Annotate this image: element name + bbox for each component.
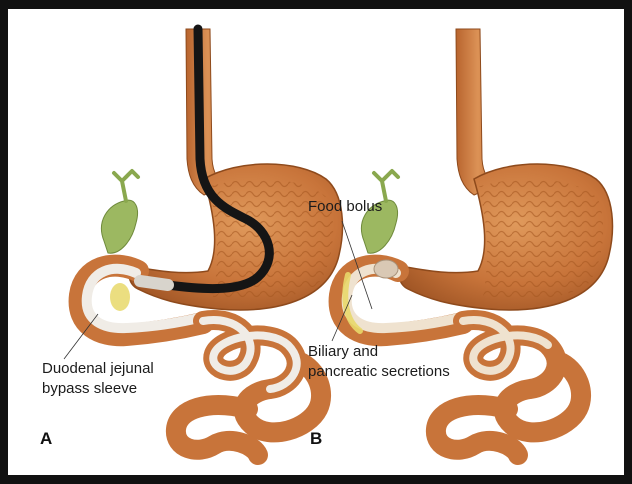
pancreatic-secretion-a: [110, 283, 130, 311]
secretions-label-line2: pancreatic secretions: [308, 362, 450, 381]
anatomy-illustration: [8, 9, 624, 475]
panel-a-letter: A: [40, 429, 52, 449]
panel-b-illustration: [332, 29, 612, 455]
figure-frame: Duodenal jejunal bypass sleeve A Food bo…: [8, 9, 624, 475]
sleeve-label-line2: bypass sleeve: [42, 379, 137, 398]
panel-b-letter: B: [310, 429, 322, 449]
food-bolus: [374, 260, 398, 278]
sleeve-label-line1: Duodenal jejunal: [42, 359, 154, 378]
secretions-label-line1: Biliary and: [308, 342, 378, 361]
gallbladder-a: [101, 200, 137, 253]
food-bolus-label: Food bolus: [308, 197, 382, 216]
